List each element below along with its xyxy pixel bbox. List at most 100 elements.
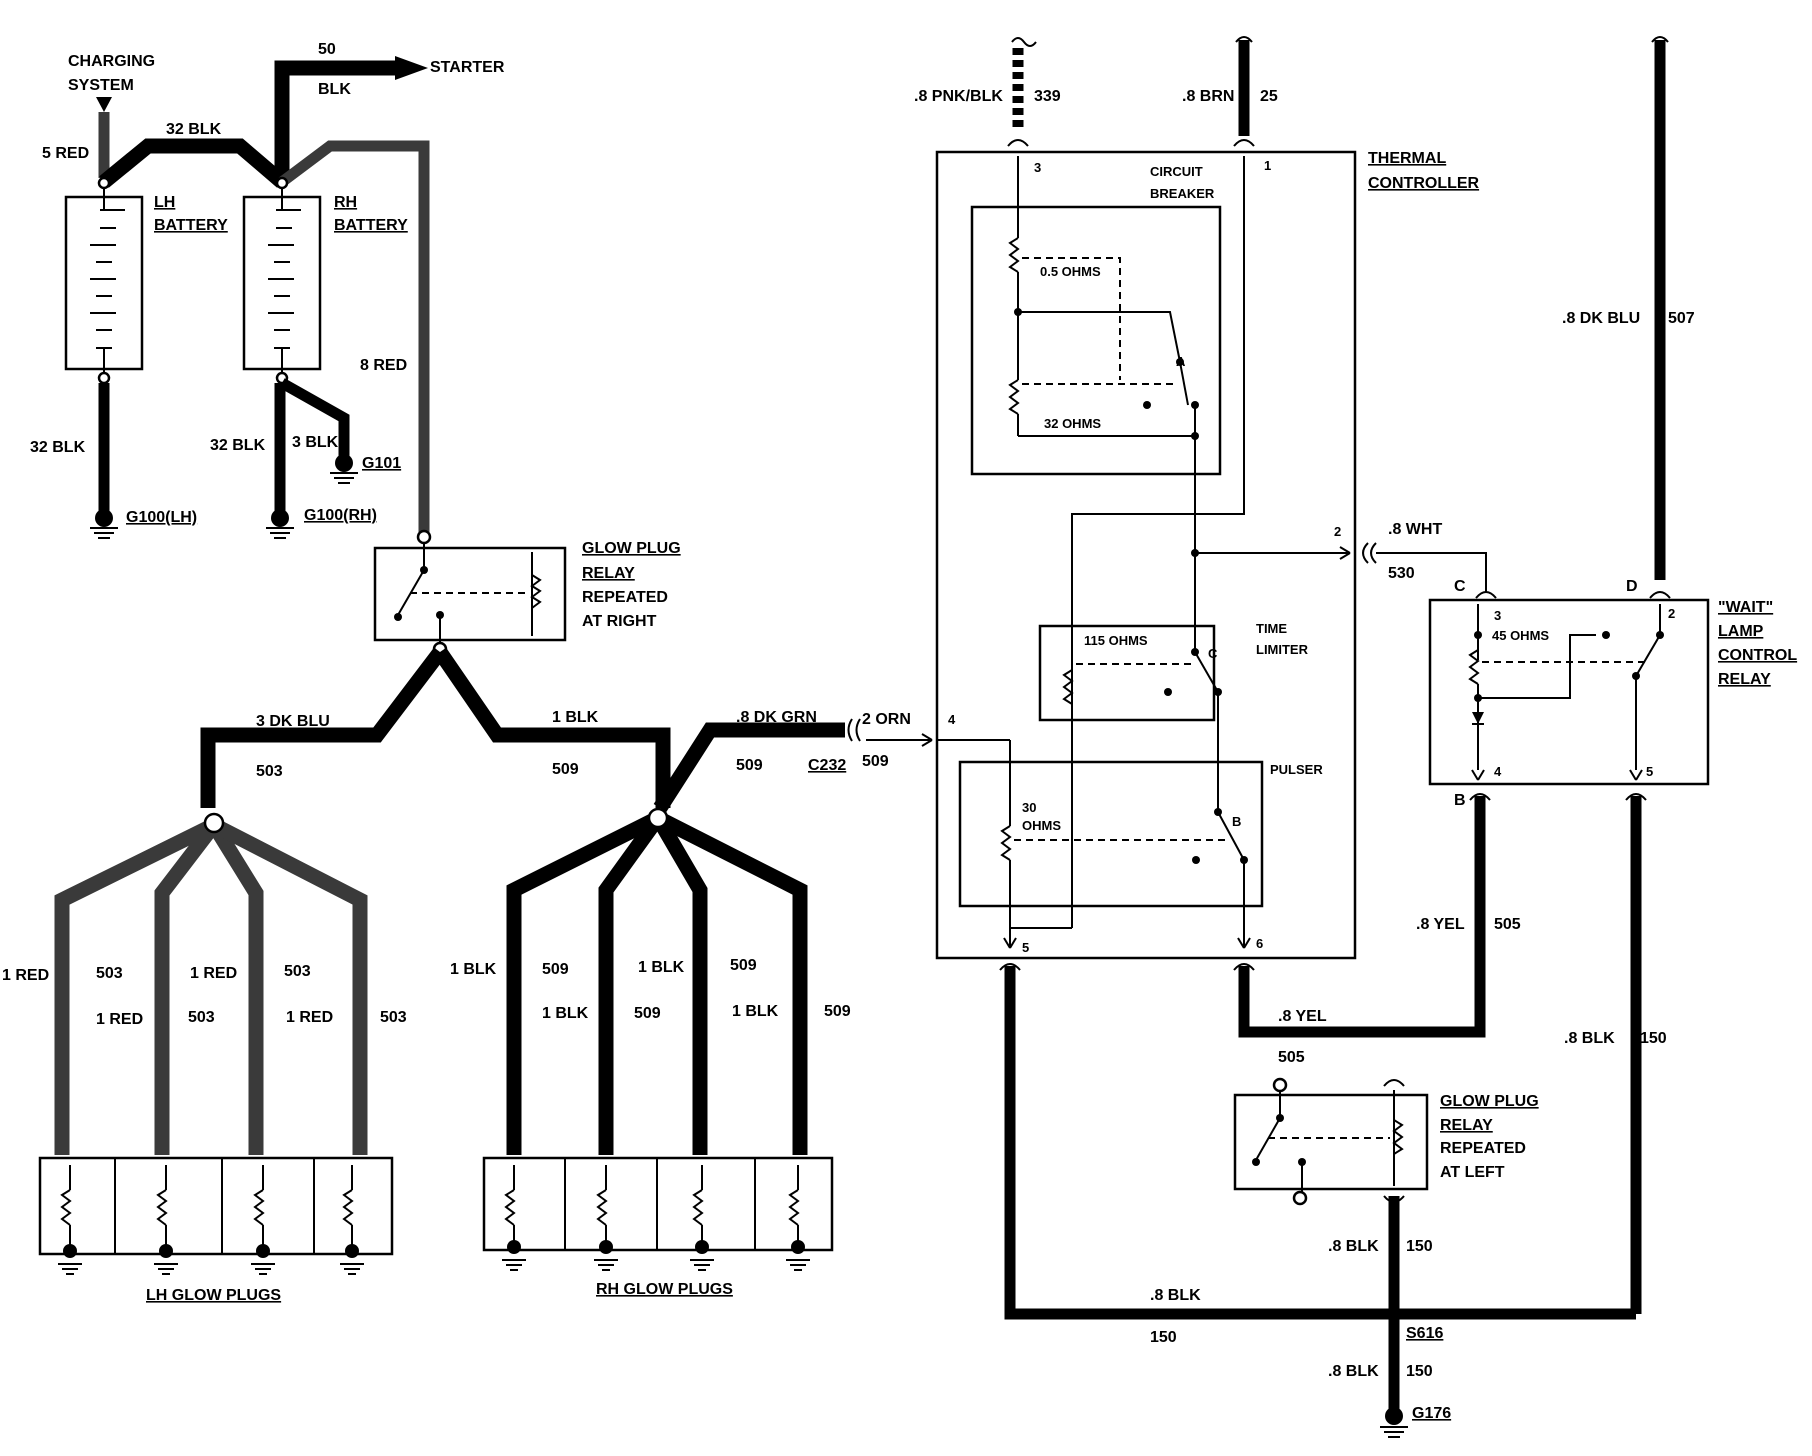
label-controller: CONTROLLER bbox=[1368, 175, 1480, 192]
label-50: 50 bbox=[318, 41, 336, 58]
charging-system-wire bbox=[96, 97, 112, 178]
label-3-dk-blu: 3 DK BLU bbox=[256, 713, 330, 730]
label-pin-2-wait: 2 bbox=[1668, 606, 1675, 621]
pulser bbox=[958, 740, 1264, 949]
label-at-left: AT LEFT bbox=[1440, 1164, 1505, 1181]
label-5-red: 5 RED bbox=[42, 145, 89, 162]
label-rh-509-a: 509 bbox=[542, 961, 569, 978]
label-339: 339 bbox=[1034, 88, 1061, 105]
starter-wire bbox=[274, 60, 400, 182]
label-time: TIME bbox=[1256, 621, 1287, 636]
label-509-b: 509 bbox=[736, 757, 763, 774]
label-blk-bottom: .8 BLK bbox=[1150, 1287, 1201, 1304]
label-relay-wait: RELAY bbox=[1718, 671, 1771, 688]
glow-plug-relay-right bbox=[373, 529, 567, 657]
label-pin-5-bottom: 5 bbox=[1022, 940, 1029, 955]
label-glow-plug-left: GLOW PLUG bbox=[1440, 1093, 1539, 1110]
label-conn-c: C bbox=[1454, 578, 1466, 595]
label-pulser: PULSER bbox=[1270, 762, 1323, 777]
glow-plug bbox=[251, 1165, 275, 1275]
label-2-orn: 2 ORN bbox=[862, 711, 911, 728]
lh-glow-plug-harness bbox=[54, 812, 368, 1155]
rh-battery bbox=[242, 176, 322, 385]
label-circuit: CIRCUIT bbox=[1150, 164, 1203, 179]
internal-wiring bbox=[938, 156, 1351, 928]
label-thermal: THERMAL bbox=[1368, 150, 1446, 167]
label-1-blk: 1 BLK bbox=[552, 709, 599, 726]
splice-s616 bbox=[1387, 1307, 1401, 1321]
label-rh-509-d: 509 bbox=[824, 1003, 851, 1020]
label-lh-1-red-a: 1 RED bbox=[2, 967, 49, 984]
label-relay-right: RELAY bbox=[582, 565, 635, 582]
glow-plug bbox=[340, 1165, 364, 1275]
label-lh-1-red-c: 1 RED bbox=[190, 965, 237, 982]
label-32-blk-top: 32 BLK bbox=[166, 121, 222, 138]
label-g100-rh: G100(RH) bbox=[304, 507, 377, 524]
label-lh-1-red-b: 1 RED bbox=[96, 1011, 143, 1028]
label-lh-503-d: 503 bbox=[380, 1009, 407, 1026]
ground-g100-rh bbox=[266, 509, 294, 539]
lh-glow-plugs bbox=[38, 1156, 394, 1275]
label-breaker: BREAKER bbox=[1150, 186, 1215, 201]
label-32-blk-rh: 32 BLK bbox=[210, 437, 266, 454]
label-rh-glow-plugs: RH GLOW PLUGS bbox=[596, 1281, 733, 1298]
label-lh-glow-plugs: LH GLOW PLUGS bbox=[146, 1287, 281, 1304]
label-pin-6-bottom: 6 bbox=[1256, 936, 1263, 951]
blk-150-bottom-wire bbox=[1004, 966, 1636, 1320]
label-pin-5-wait: 5 bbox=[1646, 764, 1653, 779]
label-150-b: 150 bbox=[1406, 1238, 1433, 1255]
label-509-c: 509 bbox=[862, 753, 889, 770]
label-g176: G176 bbox=[1412, 1405, 1451, 1422]
label-8-red: 8 RED bbox=[360, 357, 407, 374]
label-150-c: 150 bbox=[1150, 1329, 1177, 1346]
g101-wire bbox=[279, 378, 350, 460]
label-switch-b: B bbox=[1232, 814, 1241, 829]
label-32-ohms: 32 OHMS bbox=[1044, 416, 1101, 431]
label-rh-battery: BATTERY bbox=[334, 217, 408, 234]
label-30: 30 bbox=[1022, 800, 1036, 815]
wait-lamp-control-relay bbox=[1428, 598, 1710, 786]
yel-505-wire bbox=[1238, 796, 1486, 1038]
label-blk-ground: .8 BLK bbox=[1328, 1363, 1379, 1380]
label-25: 25 bbox=[1260, 88, 1278, 105]
harness-509-wire bbox=[433, 647, 671, 808]
top-feed-wires bbox=[1007, 36, 1669, 580]
starter-arrow bbox=[395, 56, 428, 80]
label-rh-1-blk-b: 1 BLK bbox=[542, 1005, 589, 1022]
label-rh-1-blk-a: 1 BLK bbox=[450, 961, 497, 978]
label-control: CONTROL bbox=[1718, 647, 1797, 664]
label-503: 503 bbox=[256, 763, 283, 780]
label-lh: LH bbox=[154, 194, 175, 211]
ground-g101 bbox=[330, 454, 358, 484]
label-starter: STARTER bbox=[430, 59, 505, 76]
label-blk-center: .8 BLK bbox=[1328, 1238, 1379, 1255]
ground-g176 bbox=[1380, 1407, 1408, 1438]
label-dk-blu-right: .8 DK BLU bbox=[1562, 310, 1640, 327]
label-wht: .8 WHT bbox=[1388, 521, 1442, 538]
label-conn-b: B bbox=[1454, 792, 1466, 809]
label-c232: C232 bbox=[808, 757, 846, 774]
ground-g100-lh bbox=[90, 509, 118, 539]
rh-glow-plugs bbox=[482, 1156, 834, 1271]
label-pin-4-wait: 4 bbox=[1494, 764, 1502, 779]
glow-plug bbox=[154, 1165, 178, 1275]
label-rh-509-c: 509 bbox=[730, 957, 757, 974]
label-repeated-right: REPEATED bbox=[582, 589, 668, 606]
label-pin-4-left: 4 bbox=[948, 712, 956, 727]
glow-plug-relay-left bbox=[1233, 1077, 1429, 1206]
label-dk-grn: .8 DK GRN bbox=[736, 709, 817, 726]
glow-plug bbox=[58, 1165, 82, 1275]
thermal-controller-box bbox=[935, 150, 1357, 960]
harness-503-wire bbox=[200, 647, 446, 808]
label-115-ohms: 115 OHMS bbox=[1084, 633, 1148, 648]
label-3-blk: 3 BLK bbox=[292, 434, 339, 451]
label-pin-3-top: 3 bbox=[1034, 160, 1041, 175]
label-yel-bottom: .8 YEL bbox=[1278, 1008, 1327, 1025]
label-switch-a: A bbox=[1176, 354, 1186, 369]
label-505: 505 bbox=[1494, 916, 1521, 933]
label-charging: CHARGING bbox=[68, 53, 155, 70]
label-32-blk-lh: 32 BLK bbox=[30, 439, 86, 456]
label-wait: "WAIT" bbox=[1718, 599, 1773, 616]
label-blk-right: .8 BLK bbox=[1564, 1030, 1615, 1047]
